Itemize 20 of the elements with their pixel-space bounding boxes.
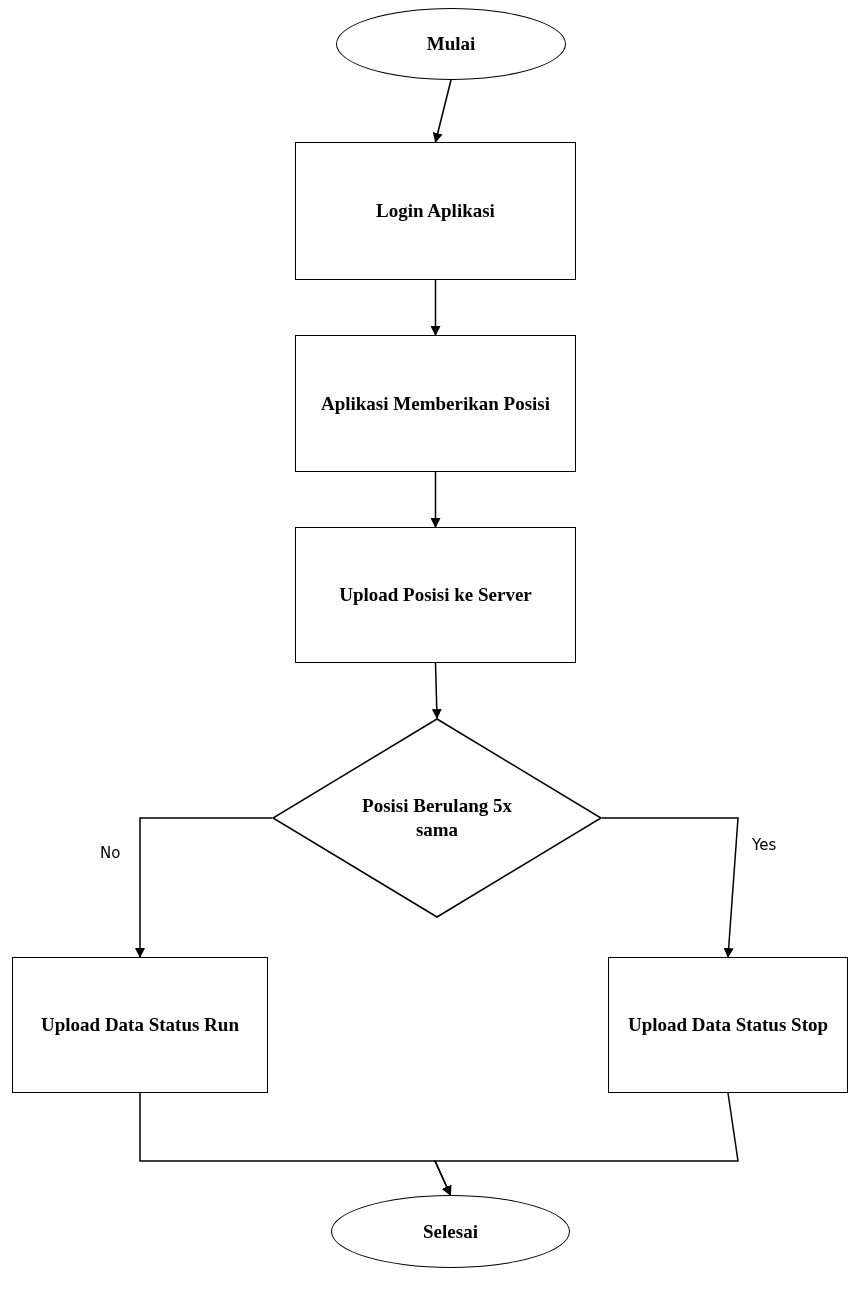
node-label: Aplikasi Memberikan Posisi <box>319 391 552 416</box>
process-box <box>295 335 576 472</box>
node-label: Upload Data Status Stop <box>626 1013 830 1038</box>
process-box <box>12 957 268 1093</box>
arrow <box>433 1092 739 1196</box>
node-label: Mulai <box>425 32 477 57</box>
arrow <box>135 817 273 958</box>
arrow <box>601 817 739 958</box>
arrow <box>431 662 442 719</box>
node-label: Posisi Berulang 5x sama <box>361 794 513 842</box>
process-box <box>295 527 576 663</box>
node-label: Selesai <box>422 1219 479 1244</box>
arrow <box>430 279 441 336</box>
node-label: Login Aplikasi <box>375 199 496 224</box>
arrow <box>430 471 441 528</box>
node-label: Upload Posisi ke Server <box>338 583 533 608</box>
node-label: Upload Data Status Run <box>40 1013 240 1038</box>
process-box <box>608 957 848 1093</box>
process-box <box>295 142 576 280</box>
arrow <box>432 79 452 143</box>
